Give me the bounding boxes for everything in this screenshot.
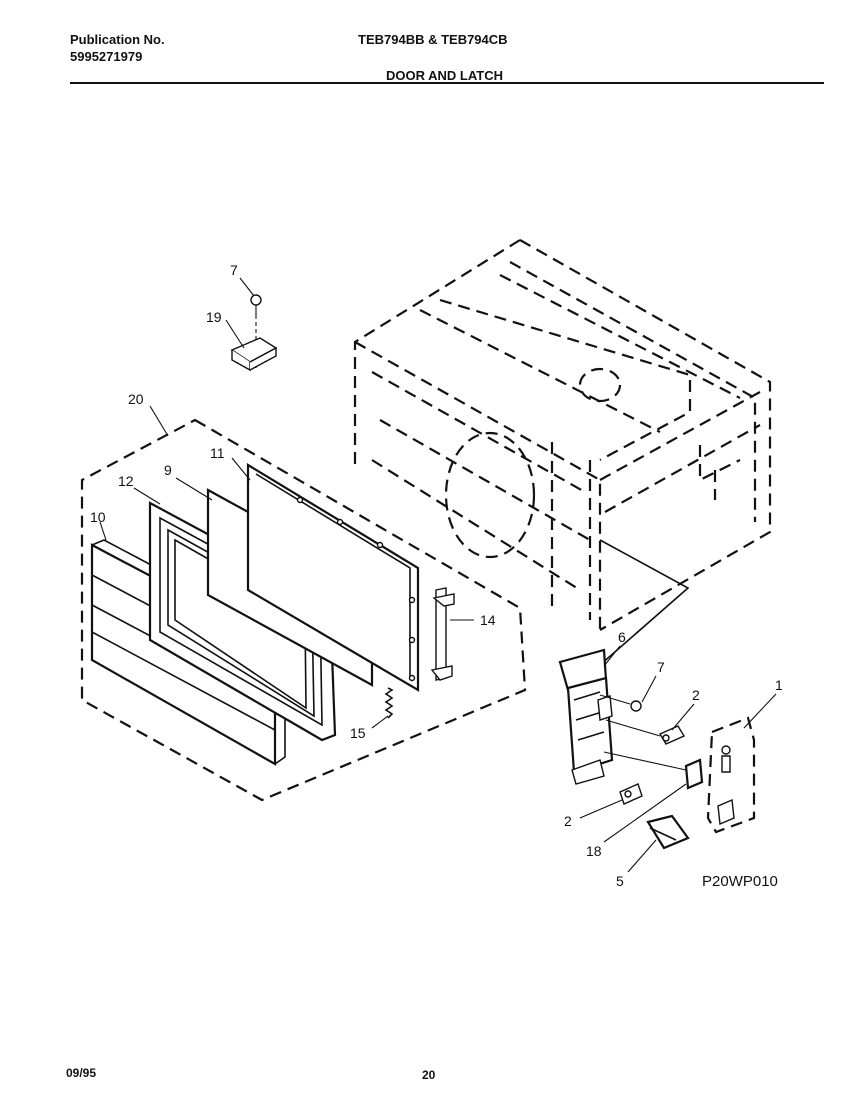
publication-number: 5995271979 bbox=[70, 49, 143, 64]
latch-hook bbox=[430, 587, 455, 681]
callout-1-holder: 1 bbox=[775, 677, 783, 693]
footer-page-number: 20 bbox=[422, 1068, 436, 1082]
callout-7-latch-screw: 7 bbox=[657, 659, 665, 675]
callout-14-latch-hook: 14 bbox=[480, 612, 496, 628]
mounting-bracket bbox=[230, 337, 278, 372]
door-spring bbox=[384, 687, 394, 719]
switch-right bbox=[605, 719, 686, 745]
callout-20-door-assembly: 20 bbox=[128, 391, 144, 407]
header-divider bbox=[70, 82, 824, 84]
leader-lines bbox=[99, 277, 777, 873]
callout-19-bracket: 19 bbox=[206, 309, 222, 325]
model-numbers: TEB794BB & TEB794CB bbox=[358, 32, 508, 47]
figure-code: P20WP010 bbox=[702, 873, 778, 890]
latch-screw bbox=[599, 694, 642, 712]
interlock-switch bbox=[603, 751, 704, 790]
latch-lever bbox=[558, 648, 614, 785]
inner-door-frame bbox=[246, 463, 420, 692]
switch-holder-outline bbox=[706, 716, 756, 834]
footer-date: 09/95 bbox=[66, 1066, 97, 1080]
callout-10-door-panel: 10 bbox=[90, 509, 106, 525]
callout-12-choke: 12 bbox=[118, 473, 134, 489]
callouts: 7 19 20 11 9 12 10 14 15 6 7 2 1 2 18 5 … bbox=[90, 262, 783, 890]
callout-7-screw: 7 bbox=[230, 262, 238, 278]
switch-left bbox=[619, 783, 643, 805]
cabinet-outline bbox=[353, 239, 772, 631]
callout-15-spring: 15 bbox=[350, 725, 366, 741]
publication-label: Publication No. bbox=[70, 32, 165, 47]
door-assembly-outline bbox=[80, 418, 527, 802]
callout-11-inner-frame: 11 bbox=[210, 445, 225, 461]
callout-18-interlock: 18 bbox=[586, 843, 602, 859]
section-title: DOOR AND LATCH bbox=[386, 68, 503, 83]
callout-2-switch-left: 2 bbox=[564, 813, 572, 829]
latch-base-outline bbox=[599, 539, 690, 666]
callout-2-switch-right: 2 bbox=[692, 687, 700, 703]
callout-5-bracket: 5 bbox=[616, 873, 624, 889]
callout-6-lever: 6 bbox=[618, 629, 626, 645]
switch-bracket bbox=[646, 814, 690, 850]
callout-9-window: 9 bbox=[164, 462, 172, 478]
